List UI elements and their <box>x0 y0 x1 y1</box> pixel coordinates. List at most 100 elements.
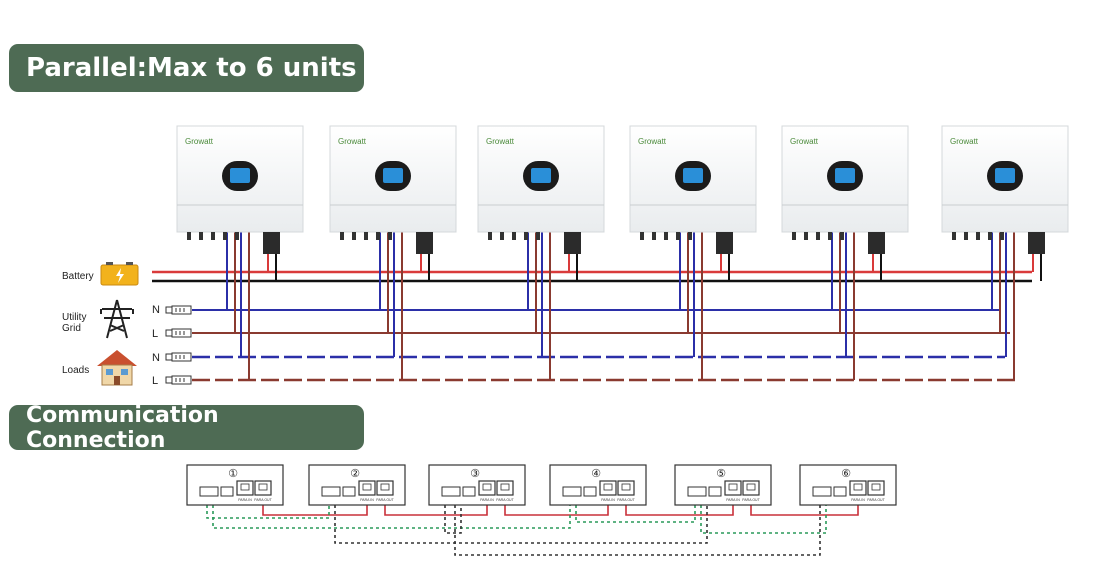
parallel-comm-cable <box>262 505 368 516</box>
rj45-port-in <box>849 480 867 496</box>
inverter-brand-logo: Growatt <box>790 137 819 146</box>
sync-cable <box>444 505 462 534</box>
comm-port-small <box>708 486 722 497</box>
inverter-battery-connector <box>263 232 272 254</box>
inverter-ac-connector <box>792 232 796 240</box>
rj45-port-label: PARA OUT <box>496 498 514 502</box>
inverter-battery-connector <box>572 232 581 254</box>
inverter-ac-connector <box>988 232 992 240</box>
inverter-battery-connector <box>1036 232 1045 254</box>
comm-port-small <box>833 486 847 497</box>
inverter-ac-connector <box>340 232 344 240</box>
rj45-port-label: PARA OUT <box>867 498 885 502</box>
parallel-heading: Parallel:Max to 6 units <box>9 44 364 92</box>
terminal-plug-icon <box>165 375 192 385</box>
grid-l-terminal: L <box>152 328 158 340</box>
comm-unit-frame <box>186 464 284 506</box>
rj45-port-in <box>236 480 254 496</box>
inverter-ac-connector <box>199 232 203 240</box>
share-current-cable <box>575 505 696 523</box>
share-current-cable <box>700 505 827 534</box>
utility-pylon-icon <box>100 299 134 339</box>
terminal-plug-icon <box>165 328 192 338</box>
rj45-port-label: PARA OUT <box>617 498 635 502</box>
inverter-ac-connector <box>976 232 980 240</box>
comm-port-small <box>220 486 234 497</box>
inverter-brand-logo: Growatt <box>338 137 367 146</box>
communication-heading: Communication Connection <box>9 403 364 453</box>
rj45-port-out <box>742 480 760 496</box>
inverter-ac-connector <box>364 232 368 240</box>
inverter-ac-connector <box>500 232 504 240</box>
rj45-port-label: PARA OUT <box>376 498 394 502</box>
rj45-port-in <box>358 480 376 496</box>
comm-port-small <box>812 486 832 497</box>
inverter-ac-connector <box>235 232 239 240</box>
utility-grid-label-line1: Utility <box>62 312 87 323</box>
inverter-ac-connector <box>952 232 956 240</box>
inverter-body <box>629 125 757 233</box>
comm-port-small <box>342 486 356 497</box>
rj45-port-in <box>478 480 496 496</box>
inverter-ac-connector <box>223 232 227 240</box>
comm-port-small <box>583 486 597 497</box>
house-icon <box>97 350 137 386</box>
inverter-unit: Growatt <box>629 125 757 254</box>
inverter-unit: Growatt <box>176 125 304 254</box>
comm-port-small <box>687 486 707 497</box>
inverter-battery-connector <box>716 232 725 254</box>
inverter-battery-connector <box>724 232 733 254</box>
battery-label: Battery <box>62 271 94 282</box>
rj45-port-in <box>724 480 742 496</box>
battery-bus <box>152 270 1032 283</box>
rj45-port-out <box>617 480 635 496</box>
inverter-ac-connector <box>688 232 692 240</box>
unit-number-label: ⑤ <box>716 467 726 480</box>
terminal-plug-icon <box>165 305 192 315</box>
rj45-port-out <box>376 480 394 496</box>
rj45-port-out <box>254 480 272 496</box>
inverter-ac-connector <box>652 232 656 240</box>
comm-port-small <box>562 486 582 497</box>
sync-cable <box>454 505 821 556</box>
inverter-battery-connector <box>1028 232 1037 254</box>
rj45-port-in <box>599 480 617 496</box>
inverter-ac-connector <box>524 232 528 240</box>
rj45-port-label: PARA IN <box>851 498 865 502</box>
inverter-unit: Growatt <box>781 125 909 254</box>
inverter-ac-connector <box>840 232 844 240</box>
rj45-port-label: PARA IN <box>726 498 740 502</box>
sync-cable <box>334 505 708 544</box>
unit-number-label: ① <box>228 467 238 480</box>
inverter-brand-logo: Growatt <box>950 137 979 146</box>
rj45-port-label: PARA IN <box>601 498 615 502</box>
inverter-unit: Growatt <box>329 125 457 254</box>
utility-grid-label-line2: Grid <box>62 323 81 334</box>
inverter-brand-logo: Growatt <box>638 137 667 146</box>
inverter-ac-connector <box>388 232 392 240</box>
inverter-ac-connector <box>828 232 832 240</box>
rj45-port-label: PARA IN <box>360 498 374 502</box>
share-current-cable <box>212 505 571 529</box>
inverter-ac-connector <box>804 232 808 240</box>
unit-number-label: ⑥ <box>841 467 851 480</box>
terminal-plug-icon <box>165 352 192 362</box>
inverter-battery-connector <box>868 232 877 254</box>
unit-number-label: ② <box>350 467 360 480</box>
inverter-ac-connector <box>816 232 820 240</box>
share-current-cable <box>206 505 330 519</box>
inverter-lcd-screen <box>995 168 1015 183</box>
unit-number-label: ④ <box>591 467 601 480</box>
load-n-terminal: N <box>152 352 160 364</box>
inverter-ac-connector <box>536 232 540 240</box>
inverter-brand-logo: Growatt <box>486 137 515 146</box>
inverter-battery-connector <box>424 232 433 254</box>
rj45-port-label: PARA OUT <box>254 498 272 502</box>
inverter-ac-connector <box>352 232 356 240</box>
inverter-unit: Growatt <box>477 125 605 254</box>
